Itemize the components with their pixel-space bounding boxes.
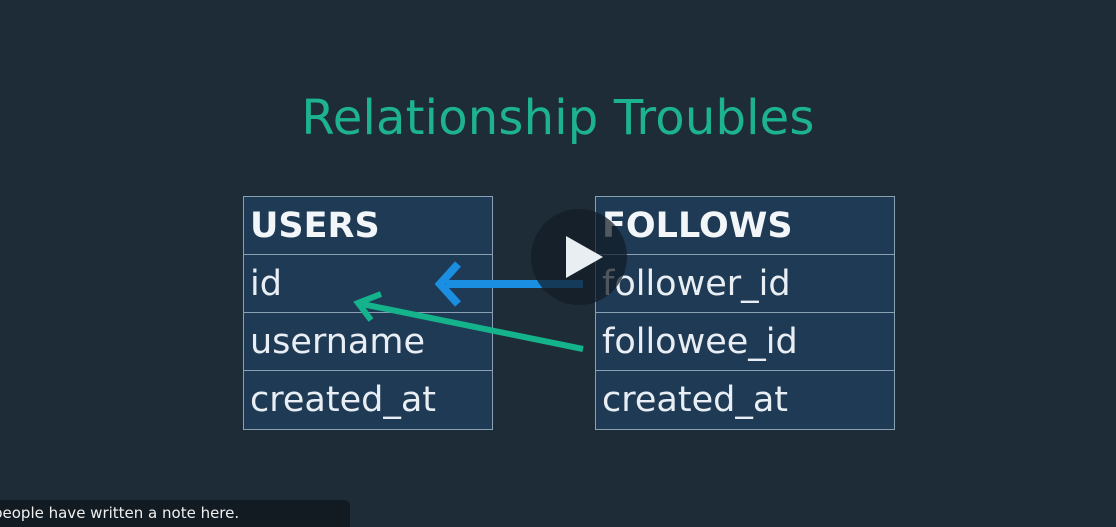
play-button[interactable] [531, 209, 627, 305]
users-row-id: id [244, 255, 492, 313]
users-row-username: username [244, 313, 492, 371]
play-icon [566, 236, 603, 278]
users-table: USERS id username created_at [243, 196, 493, 430]
follows-row-created-at: created_at [602, 380, 788, 420]
follows-table: FOLLOWS follower_id followee_id created_… [595, 196, 895, 430]
notes-banner[interactable]: people have written a note here. [0, 500, 350, 527]
follows-row-follower-id: follower_id [596, 255, 894, 313]
follows-row-followee-id: followee_id [596, 313, 894, 371]
users-row-created-at: created_at [250, 380, 436, 420]
follows-table-header: FOLLOWS [596, 197, 894, 255]
users-table-header: USERS [244, 197, 492, 255]
slide-title: Relationship Troubles [301, 90, 815, 146]
